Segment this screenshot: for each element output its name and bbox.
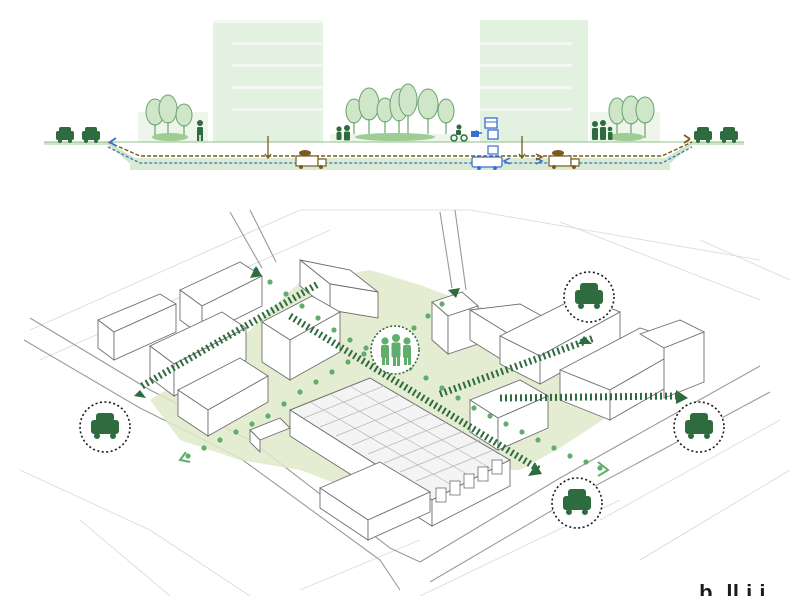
cyclist-icon: [450, 124, 468, 142]
car-badge: [563, 271, 615, 323]
pedestrian-icon: [197, 120, 203, 141]
delivery-box-icon: [487, 145, 499, 155]
tree-group-right: [608, 95, 655, 138]
tree-icon: [175, 103, 193, 138]
car-badge: [551, 477, 603, 529]
arrow-icon: [535, 153, 544, 161]
car-badge: [673, 401, 725, 453]
tree-icon: [635, 96, 655, 138]
delivery-box-icon: [471, 117, 499, 140]
tree-group-center: [345, 83, 455, 136]
arrow-icon: [683, 134, 691, 144]
ghost-tower-right: [480, 20, 588, 142]
ghost-tower-left: [213, 20, 324, 142]
car-icon: [720, 127, 738, 143]
tree-group-left: [145, 94, 193, 138]
car-icon: [82, 127, 100, 143]
axonometric-plan: [19, 209, 791, 596]
arrow-icon: [178, 451, 610, 477]
arrow-icon: [264, 136, 526, 160]
tree-icon: [398, 83, 418, 136]
car-icon: [575, 283, 603, 309]
underpass: [130, 158, 670, 170]
car-icon: [563, 489, 591, 515]
car-badge: [79, 401, 131, 453]
shrub: [152, 133, 188, 141]
car-icon: [685, 413, 713, 439]
delivery-route: [107, 146, 693, 164]
market-hall: [249, 377, 512, 541]
car-icon: [694, 127, 712, 143]
van-icon: [471, 156, 503, 170]
shrub: [355, 133, 435, 141]
freight-route: [107, 141, 693, 157]
tree-icon: [417, 88, 439, 136]
tree-icon: [437, 98, 455, 136]
tree-icon: [358, 87, 380, 136]
family-icon: [592, 120, 613, 140]
green-walkway: [185, 267, 603, 471]
car-icon: [91, 413, 119, 439]
figure-caption: b. ll i i: [699, 580, 766, 596]
street-section: [44, 20, 744, 170]
delivery-truck-icon: [295, 150, 327, 169]
pedestrian-corridor: [140, 280, 677, 473]
arrow-icon: [134, 266, 688, 476]
community-group-icon: [370, 325, 420, 375]
family-icon: [336, 125, 350, 141]
arrow-icon: [109, 137, 117, 147]
delivery-truck-icon: [548, 150, 580, 169]
car-icon: [56, 127, 74, 143]
shrub: [608, 133, 644, 141]
